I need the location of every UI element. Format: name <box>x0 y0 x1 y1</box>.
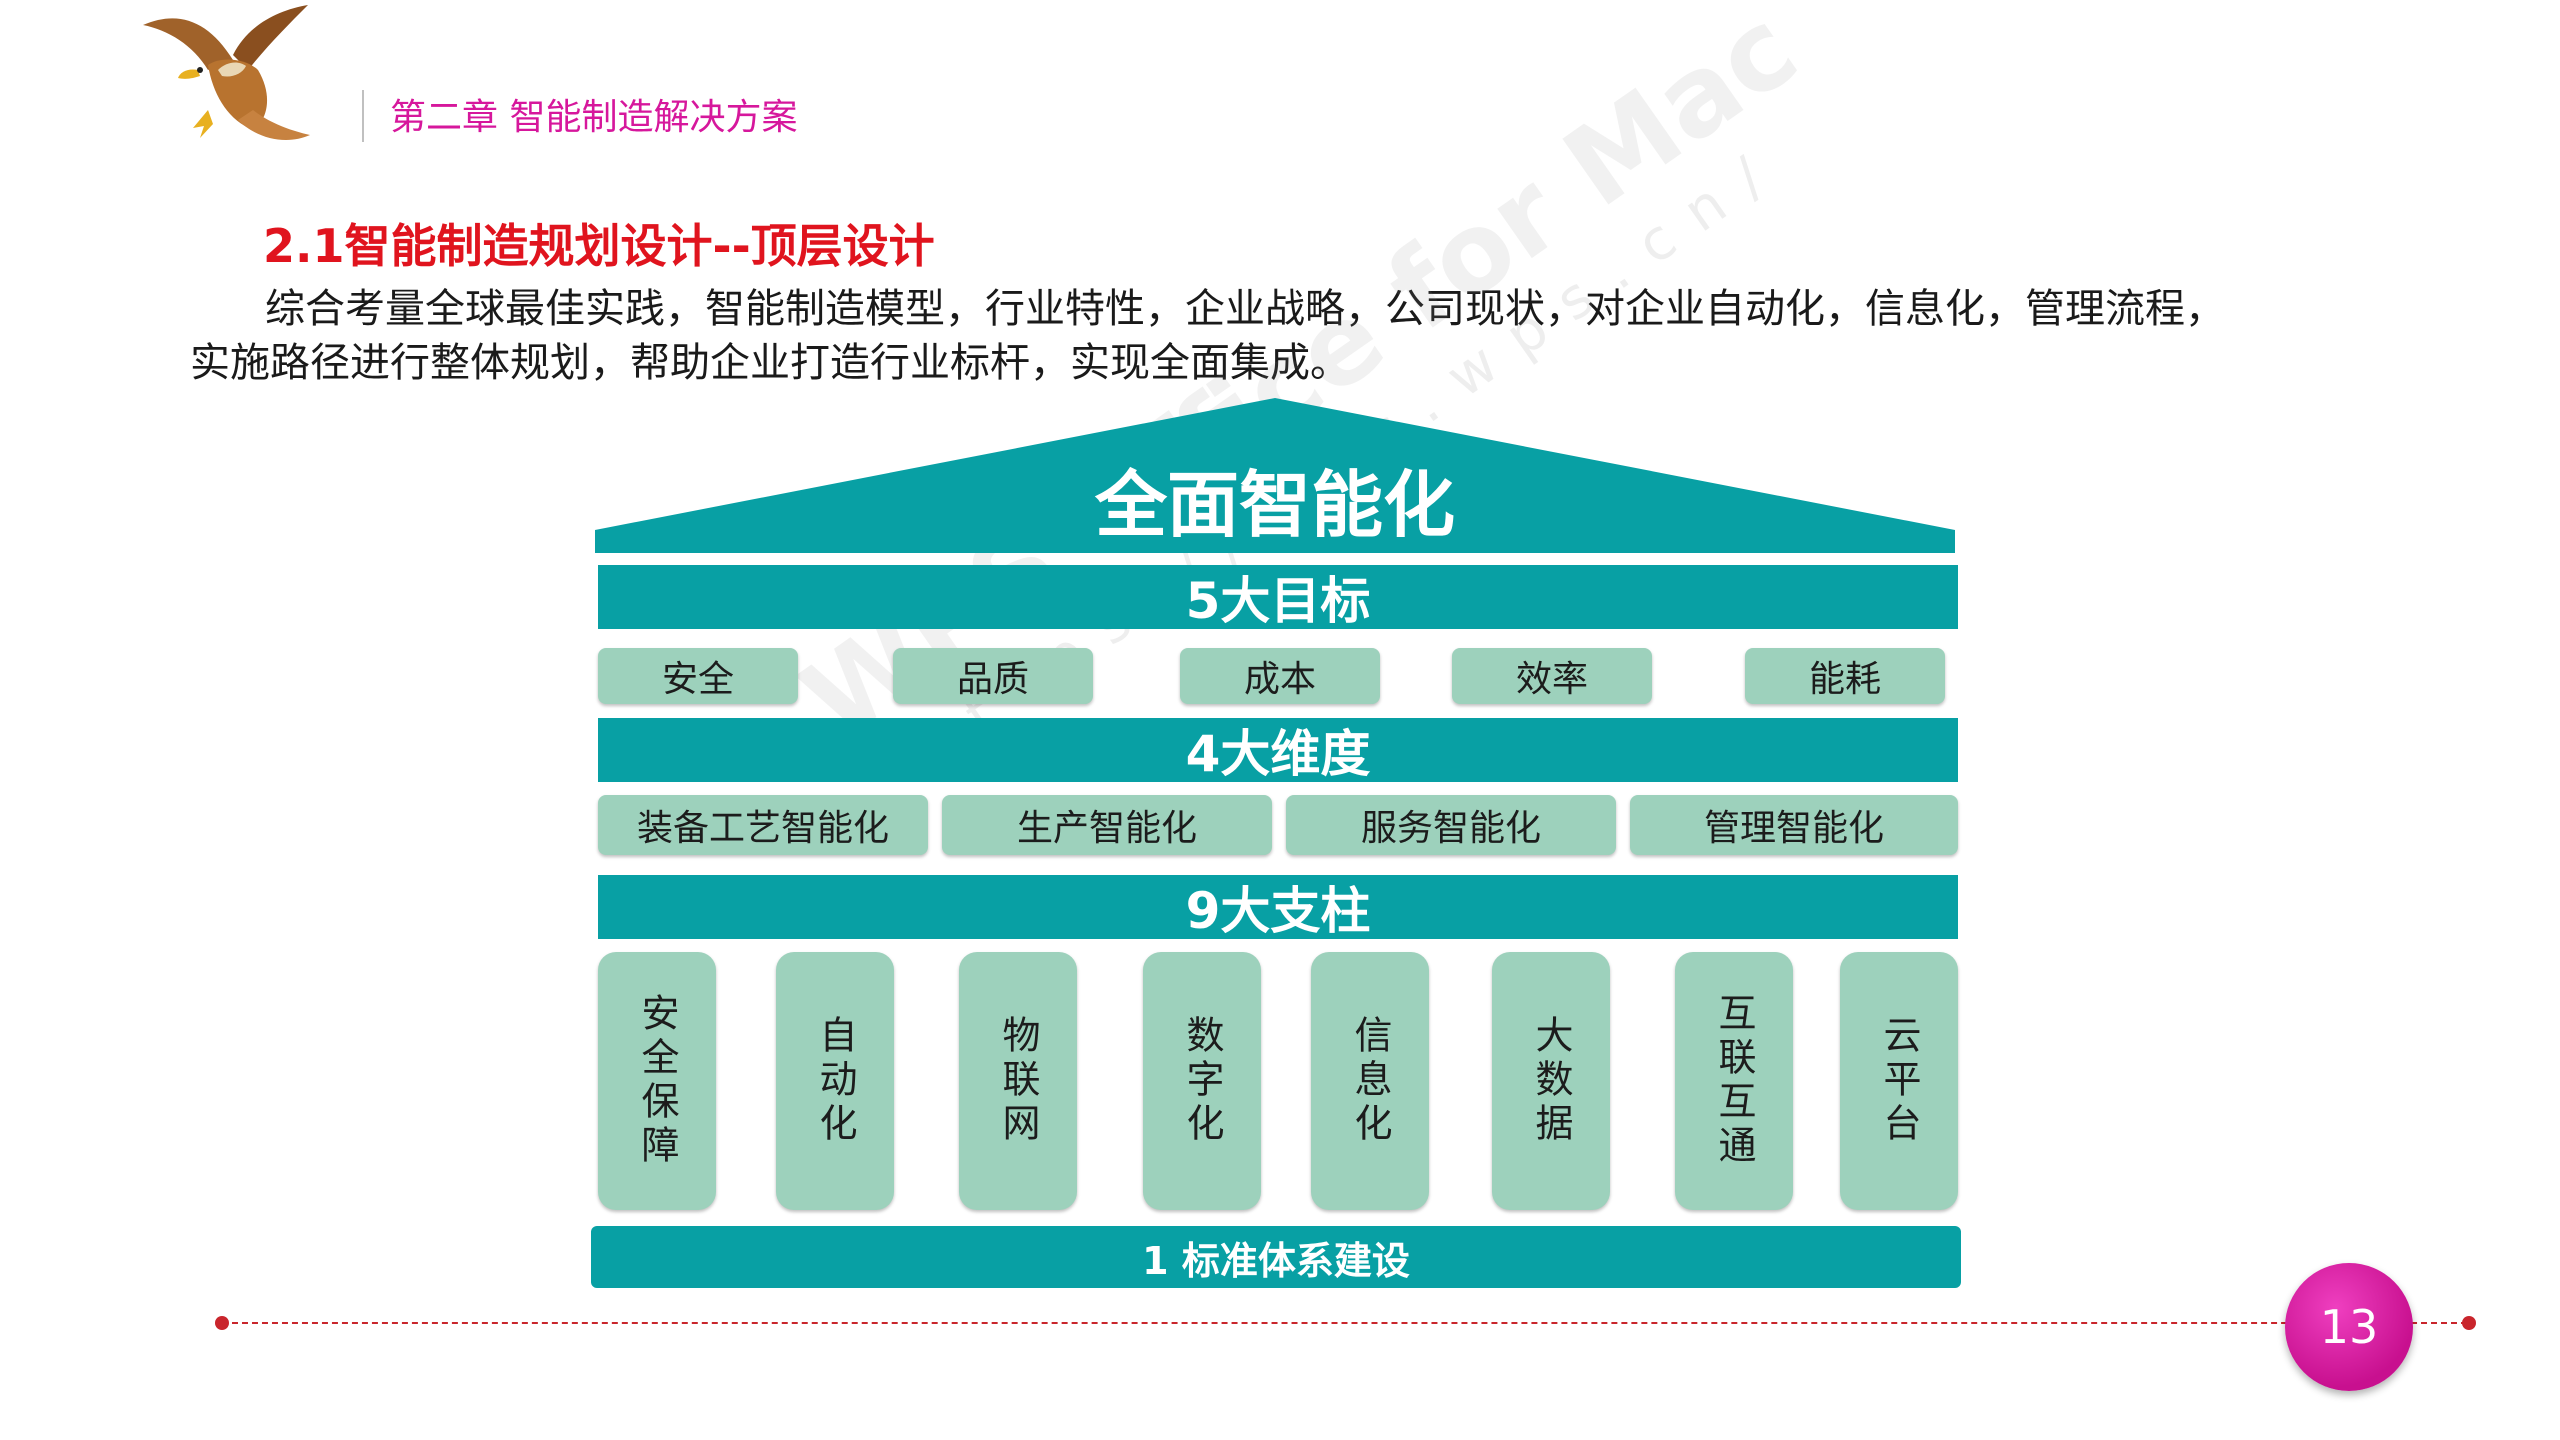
pillar-item: 数字化 <box>1143 952 1261 1210</box>
pillar-label: 自动化 <box>813 1015 857 1147</box>
intro-paragraph: 综合考量全球最佳实践，智能制造模型，行业特性，企业战略，公司现状，对企业自动化，… <box>190 286 2225 386</box>
footer-dot-left <box>215 1316 229 1330</box>
goal-item: 安全 <box>598 648 798 704</box>
pillar-label: 云平台 <box>1877 1015 1921 1147</box>
pillar-item: 安全保障 <box>598 952 716 1210</box>
goal-item: 能耗 <box>1745 648 1945 704</box>
section-title: 2.1智能制造规划设计--顶层设计 <box>263 219 935 273</box>
roof-label: 全面智能化 <box>1094 462 1455 547</box>
pillar-item: 云平台 <box>1840 952 1958 1210</box>
footer-dot-right <box>2462 1316 2476 1330</box>
pillar-label: 信息化 <box>1348 1015 1392 1147</box>
pillar-label: 物联网 <box>996 1015 1040 1147</box>
goal-item: 品质 <box>893 648 1093 704</box>
dimension-item: 装备工艺智能化 <box>598 795 928 855</box>
pillar-label: 数字化 <box>1180 1015 1224 1147</box>
footer-dashed-line <box>222 1322 2467 1324</box>
pillar-item: 大数据 <box>1492 952 1610 1210</box>
goals-band: 5大目标 <box>598 565 1958 630</box>
pillar-label: 安全保障 <box>635 993 679 1169</box>
roof-shape <box>595 398 1955 553</box>
pillar-label: 互联互通 <box>1712 993 1756 1169</box>
pillar-item: 信息化 <box>1311 952 1429 1210</box>
pillar-item: 互联互通 <box>1675 952 1793 1210</box>
eagle-logo-icon <box>143 5 310 140</box>
header-divider <box>362 90 364 142</box>
goal-item: 效率 <box>1452 648 1652 704</box>
pillars-band: 9大支柱 <box>598 875 1958 940</box>
dimension-item: 管理智能化 <box>1630 795 1958 855</box>
dimensions-band: 4大维度 <box>598 718 1958 783</box>
dimension-item: 生产智能化 <box>942 795 1272 855</box>
pillar-item: 自动化 <box>776 952 894 1210</box>
pillar-label: 大数据 <box>1529 1015 1573 1147</box>
dimension-item: 服务智能化 <box>1286 795 1616 855</box>
pillar-item: 物联网 <box>959 952 1077 1210</box>
goal-item: 成本 <box>1180 648 1380 704</box>
page-number: 13 <box>2285 1263 2413 1391</box>
foundation-band: 1 标准体系建设 <box>591 1226 1961 1288</box>
chapter-title: 第二章 智能制造解决方案 <box>390 97 798 138</box>
